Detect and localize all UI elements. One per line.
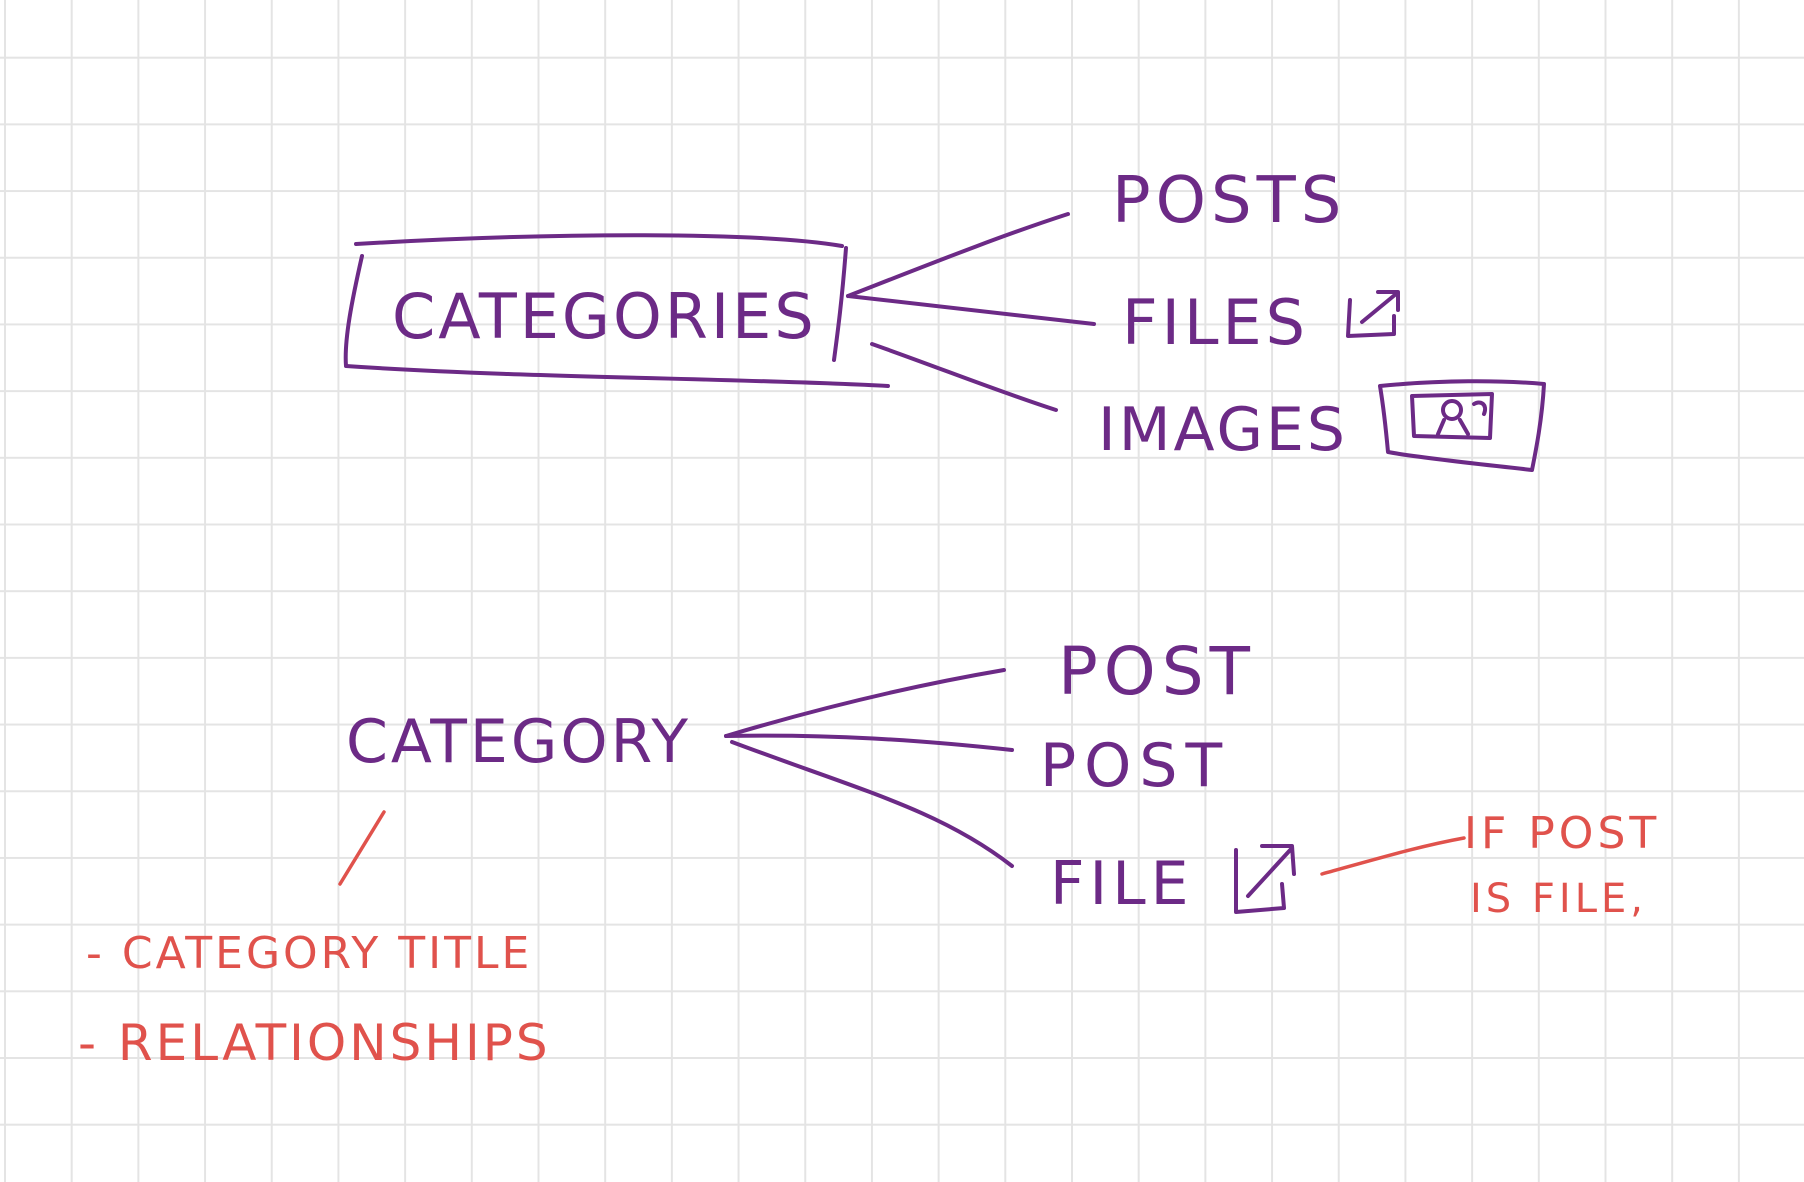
post-label-1: POST — [1058, 633, 1256, 710]
connector-images — [870, 342, 1058, 412]
connector-files — [846, 294, 1096, 326]
connector-posts — [846, 212, 1070, 298]
category-label: CATEGORY — [346, 707, 691, 777]
file-note-line1: IF POST — [1464, 808, 1660, 859]
posts-label: POSTS — [1112, 164, 1346, 238]
image-icon — [1378, 379, 1546, 472]
file-note-line2: IS FILE, — [1470, 876, 1647, 922]
top-diagram: CATEGORIES POSTS FILES IMAGES — [343, 164, 1546, 472]
file-label: FILE — [1050, 849, 1194, 919]
files-label: FILES — [1122, 286, 1309, 359]
post-label-2: POST — [1040, 731, 1230, 801]
categories-label: CATEGORIES — [392, 280, 817, 353]
notes-pointer — [338, 810, 386, 886]
bottom-diagram: CATEGORY POST POST FILE IF POST IS FILE,… — [78, 633, 1660, 1072]
connector-post-1 — [724, 668, 1006, 738]
note-relationships: - RELATIONSHIPS — [78, 1014, 551, 1072]
connector-post-2 — [724, 733, 1014, 752]
images-label: IMAGES — [1098, 395, 1348, 465]
external-link-icon — [1346, 290, 1400, 338]
external-link-icon — [1234, 844, 1296, 914]
note-category-title: - CATEGORY TITLE — [86, 928, 532, 979]
connector-file — [730, 740, 1014, 868]
file-note-pointer — [1320, 836, 1466, 876]
categories-box — [343, 233, 890, 388]
